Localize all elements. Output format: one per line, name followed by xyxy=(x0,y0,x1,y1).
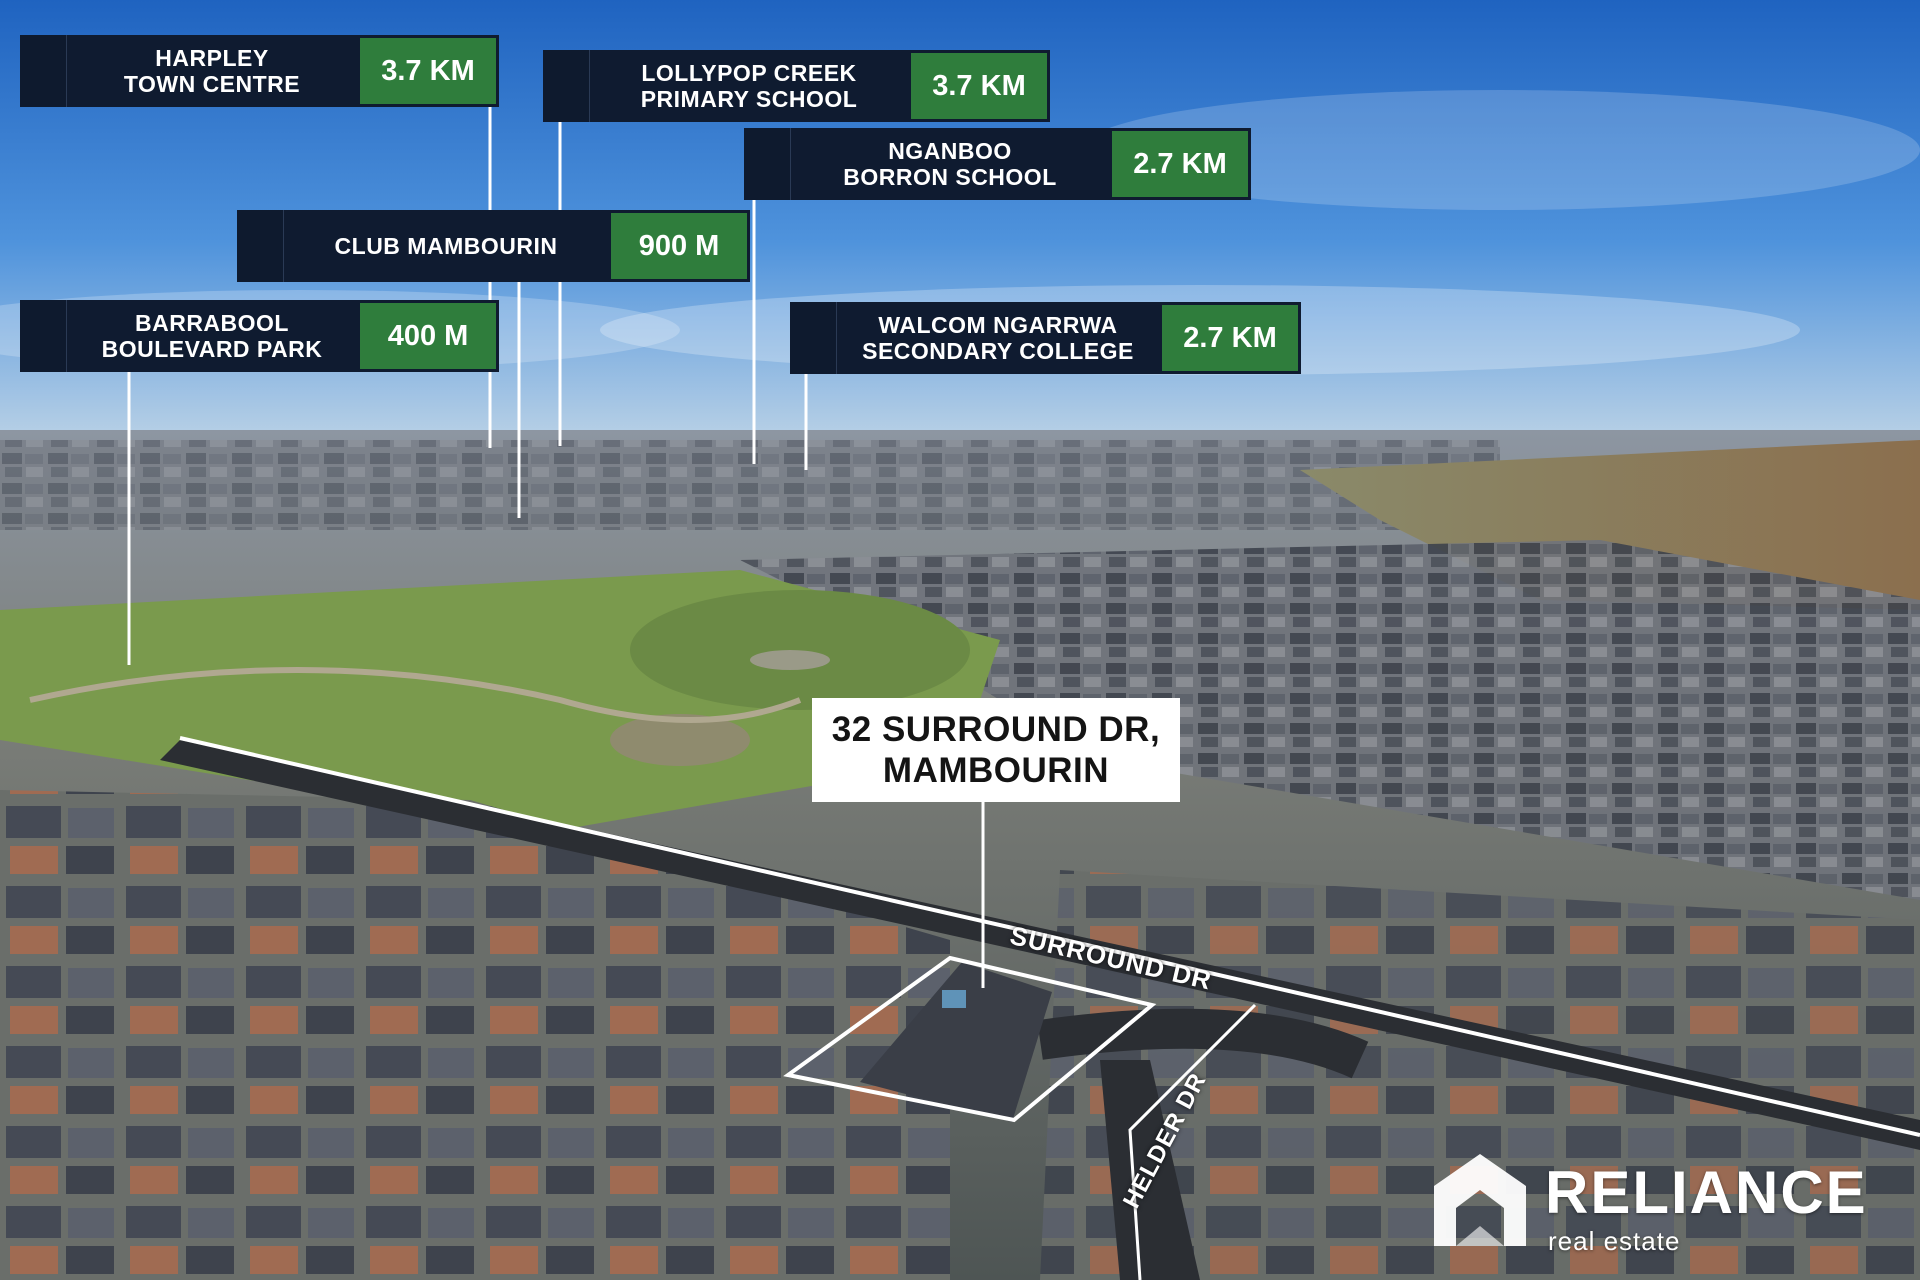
property-address-label: 32 SURROUND DR, MAMBOURIN xyxy=(812,698,1180,802)
poi-distance: 3.7 KM xyxy=(908,50,1050,122)
label-tab xyxy=(20,35,67,107)
poi-name: WALCOM NGARRWA SECONDARY COLLEGE xyxy=(837,302,1159,374)
poi-label-nganboo: NGANBOO BORRON SCHOOL 2.7 KM xyxy=(744,128,1251,200)
label-tab xyxy=(744,128,791,200)
brand-tagline: real estate xyxy=(1548,1226,1681,1256)
poi-name: LOLLYPOP CREEK PRIMARY SCHOOL xyxy=(590,50,908,122)
poi-distance: 900 M xyxy=(608,210,750,282)
poi-distance: 3.7 KM xyxy=(357,35,499,107)
poi-label-harpley: HARPLEY TOWN CENTRE 3.7 KM xyxy=(20,35,499,107)
label-tab xyxy=(790,302,837,374)
reliance-logo: RELIANCE real estate xyxy=(1430,1150,1890,1260)
poi-distance: 400 M xyxy=(357,300,499,372)
label-tab xyxy=(20,300,67,372)
poi-label-barrabool: BARRABOOL BOULEVARD PARK 400 M xyxy=(20,300,499,372)
brand-name: RELIANCE xyxy=(1545,1159,1868,1226)
label-tab xyxy=(237,210,284,282)
poi-distance: 2.7 KM xyxy=(1159,302,1301,374)
poi-name: HARPLEY TOWN CENTRE xyxy=(67,35,357,107)
poi-label-club-mambourin: CLUB MAMBOURIN 900 M xyxy=(237,210,750,282)
poi-name: CLUB MAMBOURIN xyxy=(284,210,608,282)
poi-distance: 2.7 KM xyxy=(1109,128,1251,200)
poi-label-lollypop-creek: LOLLYPOP CREEK PRIMARY SCHOOL 3.7 KM xyxy=(543,50,1050,122)
poi-label-walcom-ngarrwa: WALCOM NGARRWA SECONDARY COLLEGE 2.7 KM xyxy=(790,302,1301,374)
label-tab xyxy=(543,50,590,122)
house-mark-icon xyxy=(1434,1154,1526,1246)
poi-name: BARRABOOL BOULEVARD PARK xyxy=(67,300,357,372)
poi-name: NGANBOO BORRON SCHOOL xyxy=(791,128,1109,200)
